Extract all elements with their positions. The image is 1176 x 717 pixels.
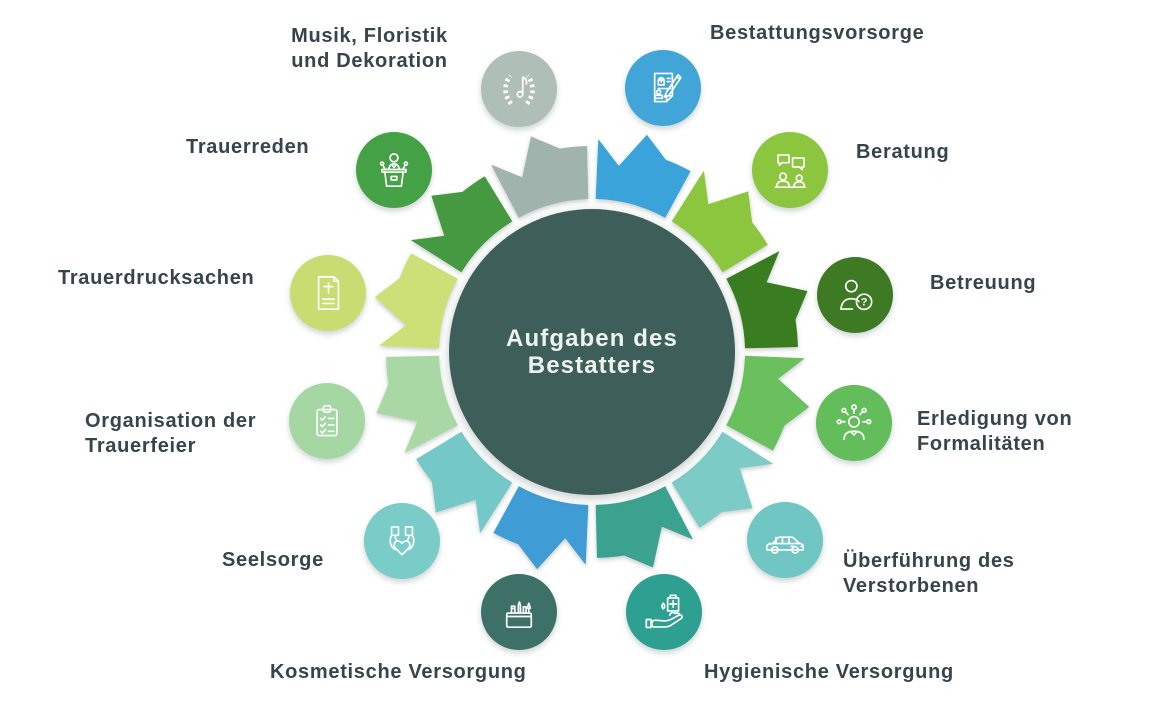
segment-musik-floristik-und-dekoration	[491, 136, 589, 218]
music-wreath-icon	[494, 64, 544, 114]
label-trauerdrucksachen: Trauerdrucksachen	[58, 266, 254, 291]
memorial-print-icon	[303, 268, 353, 318]
icon-circle-betreuung	[817, 257, 893, 333]
label-line: Bestattungsvorsorge	[710, 22, 925, 44]
label-line: Beratung	[856, 141, 950, 163]
center-title-line-1: Aufgaben des	[506, 325, 678, 352]
contract-icon	[638, 63, 688, 113]
label-line: Hygienische Versorgung	[704, 661, 954, 683]
segment-hygienische-versorgung	[595, 486, 693, 568]
segment-beratung	[671, 170, 768, 273]
icon-circle-kosmetische-versorgung	[481, 574, 557, 650]
segment-ueberfuehrung-des-verstorbenen	[671, 431, 774, 528]
label-hygienische-versorgung: Hygienische Versorgung	[704, 660, 954, 685]
eulogy-podium-icon	[369, 145, 419, 195]
label-line: Verstorbenen	[843, 575, 980, 597]
consultation-icon	[765, 145, 815, 195]
center-title: Aufgaben des Bestatters	[442, 325, 742, 379]
label-seelsorge: Seelsorge	[222, 548, 324, 573]
icon-circle-hygienische-versorgung	[626, 574, 702, 650]
segment-kosmetische-versorgung	[493, 486, 589, 570]
label-line: Formalitäten	[917, 433, 1046, 455]
label-line: Überführung des	[843, 550, 1015, 572]
icon-circle-bestattungsvorsorge	[625, 50, 701, 126]
icon-circle-ueberfuehrung-des-verstorbenen	[747, 502, 823, 578]
hygiene-icon	[639, 587, 689, 637]
label-line: Seelsorge	[222, 549, 324, 571]
icon-circle-trauerreden	[356, 132, 432, 208]
icon-circle-musik-floristik-und-dekoration	[481, 51, 557, 127]
segment-erledigung-von-formalitaeten	[726, 355, 810, 451]
label-bestattungsvorsorge: Bestattungsvorsorge	[710, 21, 924, 46]
label-musik-floristik-und-dekoration: Musik, Floristik und Dekoration	[262, 24, 477, 74]
label-kosmetische-versorgung: Kosmetische Versorgung	[270, 660, 527, 685]
label-beratung: Beratung	[856, 140, 949, 165]
icon-circle-seelsorge	[364, 503, 440, 579]
label-line: Kosmetische Versorgung	[270, 661, 527, 683]
pastoral-care-icon	[377, 516, 427, 566]
hearse-icon	[760, 515, 810, 565]
label-line: Organisation der	[85, 410, 257, 432]
segment-trauerreden	[410, 176, 513, 273]
label-line: Trauerfeier	[85, 435, 197, 457]
label-line: Musik, Floristik	[291, 25, 448, 47]
label-line: Trauerdrucksachen	[58, 267, 255, 289]
checklist-icon	[302, 396, 352, 446]
center-title-line-2: Bestatters	[527, 352, 657, 379]
icon-circle-trauerdrucksachen	[290, 255, 366, 331]
segment-organisation-der-trauerfeier	[376, 355, 458, 453]
icon-circle-beratung	[752, 132, 828, 208]
label-betreuung: Betreuung	[930, 271, 1036, 296]
label-line: und Dekoration	[291, 50, 448, 72]
segment-betreuung	[726, 251, 808, 349]
label-line: Betreuung	[930, 272, 1037, 294]
segment-seelsorge	[416, 431, 513, 534]
label-line: Trauerreden	[186, 136, 310, 158]
segment-bestattungsvorsorge	[595, 134, 691, 218]
icon-circle-organisation-der-trauerfeier	[289, 383, 365, 459]
segment-trauerdrucksachen	[374, 253, 458, 349]
center-circle	[449, 209, 735, 495]
cosmetics-icon	[494, 587, 544, 637]
support-question-icon	[830, 270, 880, 320]
label-line: Erledigung von	[917, 408, 1073, 430]
formalities-icon	[829, 398, 879, 448]
icon-circle-erledigung-von-formalitaeten	[816, 385, 892, 461]
label-trauerreden: Trauerreden	[186, 135, 309, 160]
